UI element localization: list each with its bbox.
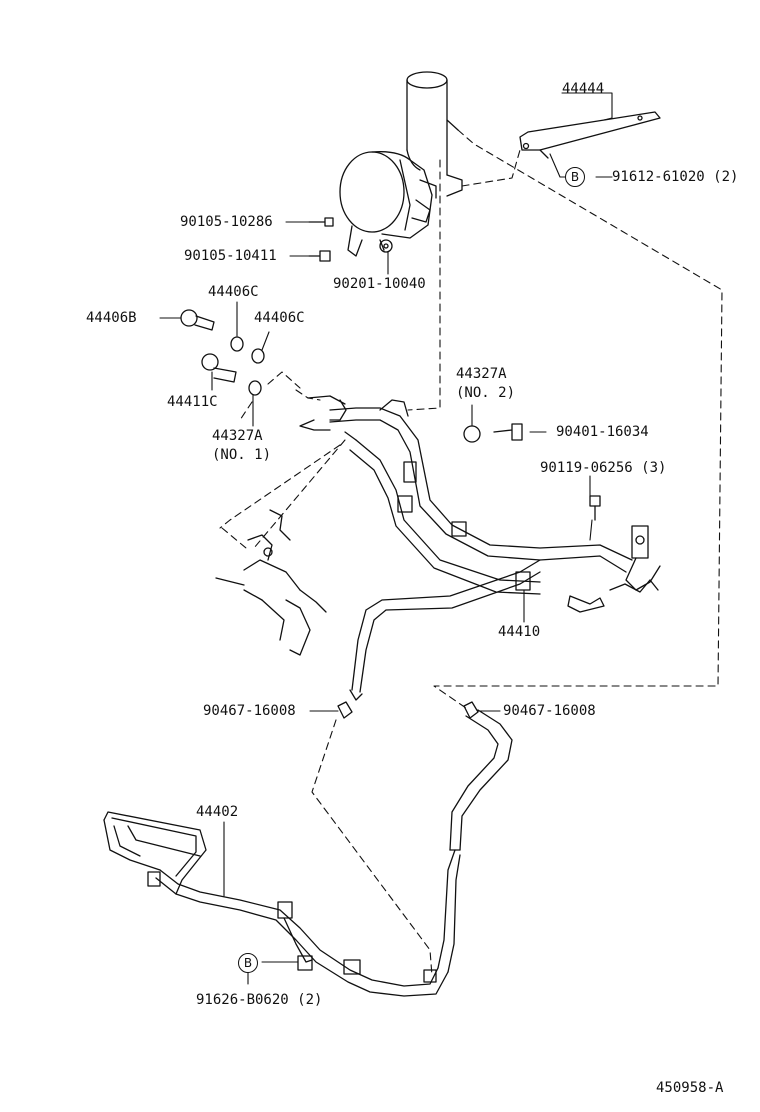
part-label-90201-10040: 90201-10040 <box>333 276 426 292</box>
part-label-44327a-no1-note: (NO. 1) <box>212 447 272 463</box>
diagram-reference-code: 450958-A <box>656 1080 724 1096</box>
bracket-44444-drawing <box>519 111 661 159</box>
b-marker-bottom: B <box>238 953 258 973</box>
fitting-bolts-drawing <box>180 217 601 521</box>
part-label-90467-16008-left: 90467-16008 <box>203 703 296 719</box>
part-label-44327a-no2: 44327A <box>456 366 507 382</box>
part-label-44410: 44410 <box>498 624 541 640</box>
part-label-44406b: 44406B <box>86 310 137 326</box>
part-label-44444: 44444 <box>562 81 605 97</box>
part-label-44327a-no2-note: (NO. 2) <box>456 385 516 401</box>
part-label-44406c-top: 44406C <box>208 284 259 300</box>
part-label-90105-10411: 90105-10411 <box>184 248 277 264</box>
part-label-91626-b0620: 91626-B0620 (2) <box>196 992 323 1008</box>
part-label-91612-61020: 91612-61020 (2) <box>612 169 739 185</box>
reservoir-pump-drawing <box>339 71 463 257</box>
part-label-44406c-right: 44406C <box>254 310 305 326</box>
leader-lines <box>159 92 613 985</box>
steering-gear-drawing <box>215 509 327 656</box>
part-label-90105-10286: 90105-10286 <box>180 214 273 230</box>
hose-clips-drawing <box>337 701 479 719</box>
part-label-44402: 44402 <box>196 804 239 820</box>
dashed-alignment-lines <box>219 129 723 977</box>
part-label-90401-16034: 90401-16034 <box>556 424 649 440</box>
part-label-44411c: 44411C <box>167 394 218 410</box>
return-tube-44402-drawing <box>103 709 513 997</box>
b-marker-top: B <box>565 167 585 187</box>
pressure-hose-44410-drawing <box>299 395 661 701</box>
part-label-90119-06256: 90119-06256 (3) <box>540 460 667 476</box>
part-label-90467-16008-right: 90467-16008 <box>503 703 596 719</box>
part-label-44327a-no1: 44327A <box>212 428 263 444</box>
